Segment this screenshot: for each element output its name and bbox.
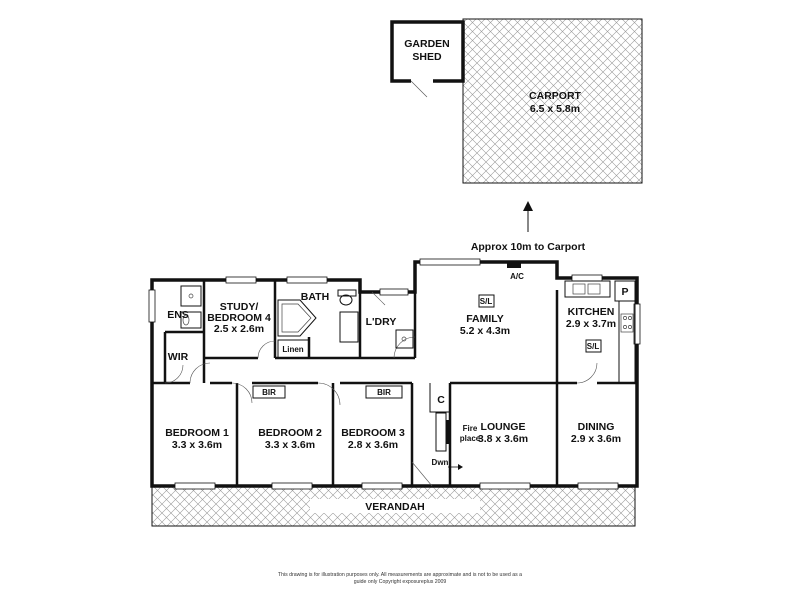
kitchen-label: KITCHEN <box>568 306 615 318</box>
skylight-label-kitchen: S/L <box>587 342 600 351</box>
carport-size: 6.5 x 5.8m <box>530 103 580 115</box>
outer-walls <box>150 260 639 488</box>
ensuite-label: ENS <box>167 309 189 321</box>
carport-label: CARPORT <box>529 90 582 102</box>
garden-shed-label-2: SHED <box>412 51 442 63</box>
room-labels: STUDY/ BEDROOM 4 2.5 x 2.6m BATH ENS WIR… <box>165 291 621 451</box>
bath-label: BATH <box>301 291 329 303</box>
bir-label-bedroom2: BIR <box>262 388 276 397</box>
fireplace-label-1: Fire <box>463 424 478 433</box>
family-label: FAMILY <box>466 313 504 325</box>
bedroom2-size: 3.3 x 3.6m <box>265 439 315 451</box>
fixture-labels: BIR BIR S/L S/L A/C P C Fire place Dwn <box>262 272 628 467</box>
verandah: VERANDAH <box>151 485 636 527</box>
bedroom3-size: 2.8 x 3.6m <box>348 439 398 451</box>
carport-direction-arrow <box>523 201 533 232</box>
garden-shed: GARDEN SHED <box>390 20 465 98</box>
cupboard-label: C <box>437 394 445 406</box>
windows <box>148 258 641 490</box>
dining-label: DINING <box>578 421 615 433</box>
carport-distance-note: Approx 10m to Carport <box>471 241 586 253</box>
dining-size: 2.9 x 3.6m <box>571 433 621 445</box>
ac-label: A/C <box>510 272 524 281</box>
disclaimer-line-2: guide only Copyright exposureplus 2009 <box>354 579 447 585</box>
family-size: 5.2 x 4.3m <box>460 325 510 337</box>
laundry-label: L'DRY <box>366 316 397 328</box>
disclaimer-line-1: This drawing is for illustration purpose… <box>278 572 522 578</box>
lounge-size: 3.8 x 3.6m <box>478 433 528 445</box>
study-label-2: BEDROOM 4 <box>207 312 271 324</box>
lounge-label: LOUNGE <box>481 421 526 433</box>
wir-label: WIR <box>168 351 189 363</box>
linen-label: Linen <box>282 345 303 354</box>
bedroom3-label: BEDROOM 3 <box>341 427 405 439</box>
door-swings <box>164 291 598 487</box>
study-label-1: STUDY/ <box>220 301 259 313</box>
verandah-label: VERANDAH <box>365 501 425 513</box>
garden-shed-label-1: GARDEN <box>404 38 450 50</box>
carport: CARPORT 6.5 x 5.8m <box>462 18 643 184</box>
pantry-label: P <box>621 286 628 298</box>
bir-label-bedroom3: BIR <box>377 388 391 397</box>
down-label: Dwn <box>432 458 449 467</box>
kitchen-size: 2.9 x 3.7m <box>566 318 616 330</box>
bedroom2-label: BEDROOM 2 <box>258 427 322 439</box>
bedroom1-label: BEDROOM 1 <box>165 427 229 439</box>
bedroom1-size: 3.3 x 3.6m <box>172 439 222 451</box>
fixtures <box>180 263 636 470</box>
skylight-label-family: S/L <box>480 297 493 306</box>
fireplace-label-2: place <box>460 434 481 443</box>
study-size: 2.5 x 2.6m <box>214 323 264 335</box>
